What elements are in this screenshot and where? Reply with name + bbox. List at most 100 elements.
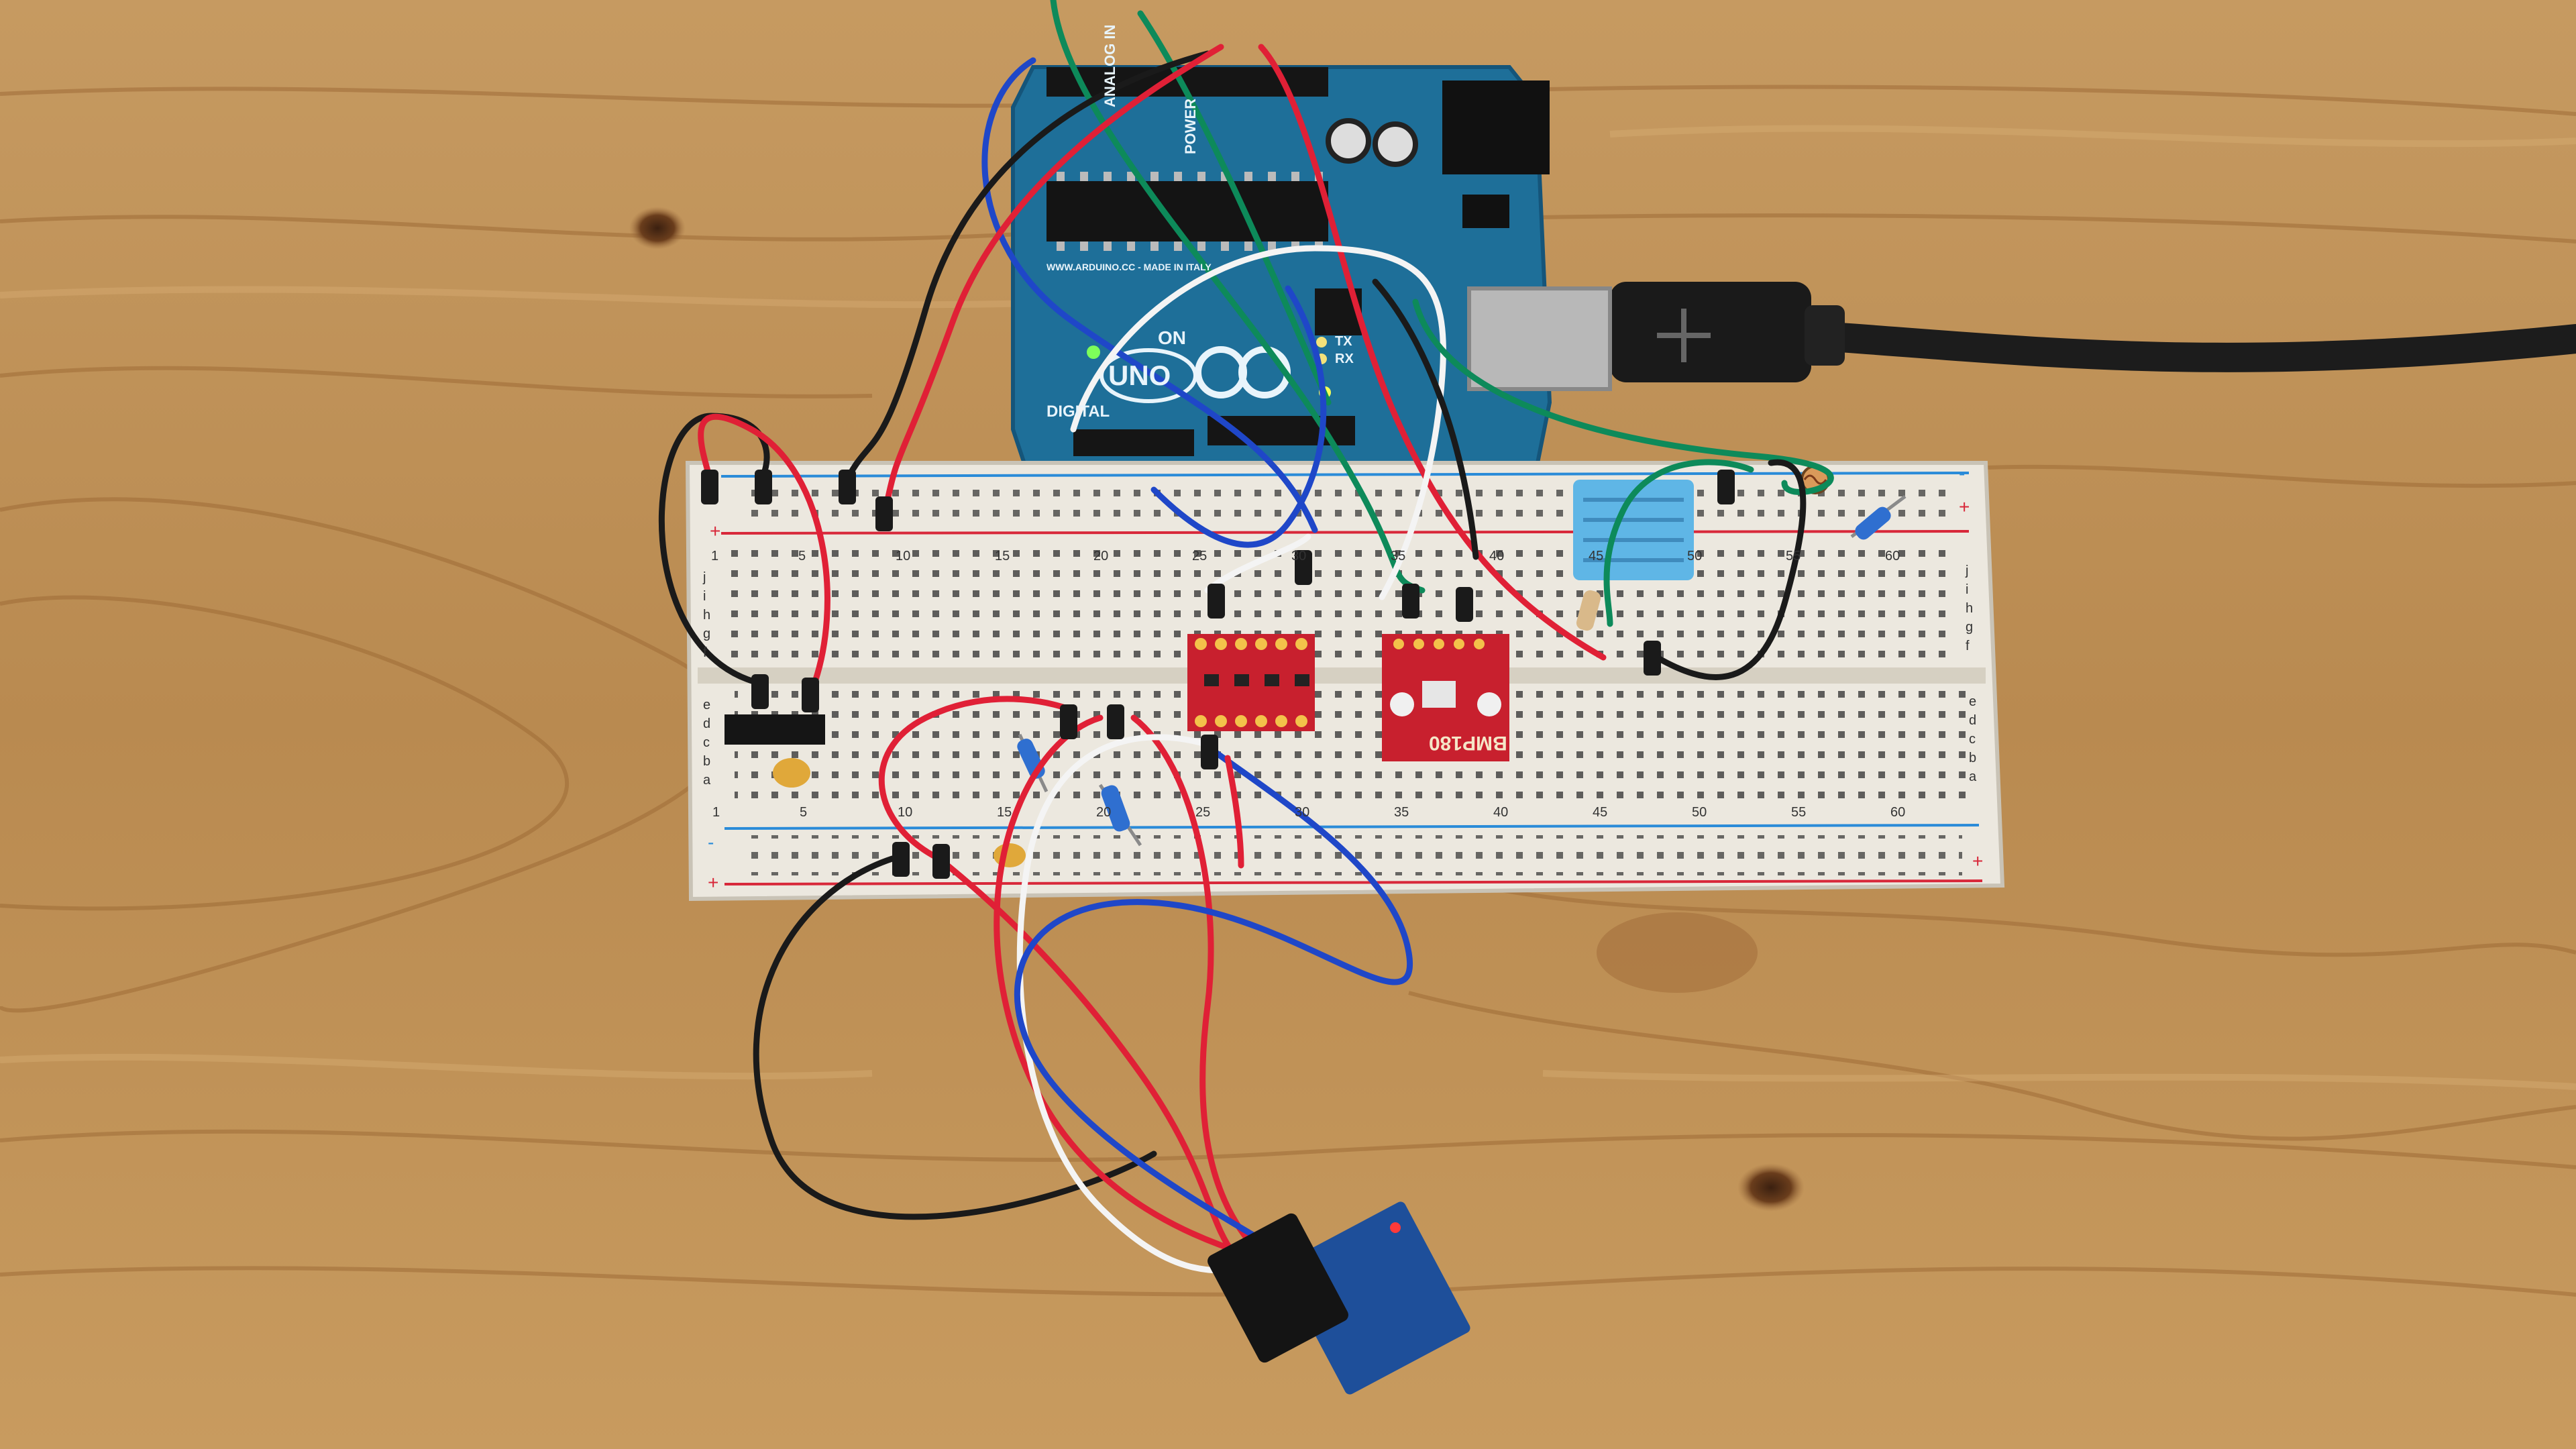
wire-red <box>994 714 1251 1258</box>
bmp180-label: BMP180 <box>1429 732 1507 754</box>
row-letter: a <box>1969 769 1977 784</box>
row-letter: e <box>703 698 711 712</box>
row-letter: h <box>703 608 711 623</box>
arduino-power-label: POWER <box>1182 98 1199 154</box>
column-number: 30 <box>1295 805 1310 820</box>
column-number: 10 <box>896 549 911 564</box>
wire-black <box>1372 278 1479 560</box>
column-number: 60 <box>1890 805 1906 820</box>
row-letter: i <box>1966 582 1969 597</box>
wire-white <box>1204 533 1311 594</box>
row-letter: f <box>1966 639 1970 653</box>
row-letter: b <box>703 754 711 769</box>
column-number: 50 <box>1687 549 1703 564</box>
row-letter: g <box>703 627 711 641</box>
ir-receiver <box>724 714 825 745</box>
column-number: 1 <box>712 805 720 820</box>
column-number: 20 <box>1096 805 1112 820</box>
column-number: 35 <box>1394 805 1409 820</box>
wire-green <box>1137 10 1332 406</box>
ceramic-capacitor <box>994 843 1026 867</box>
arduino-tx-label: TX <box>1335 334 1352 349</box>
wire-black <box>1654 459 1807 680</box>
row-letter: d <box>703 716 711 731</box>
logic-level-converter <box>1187 634 1315 731</box>
row-letter: j <box>1966 564 1969 578</box>
row-letter: e <box>1969 694 1977 709</box>
arduino-rx-label: RX <box>1335 352 1354 366</box>
rail-minus-label: - <box>1972 813 1979 834</box>
wire-green <box>1603 459 1754 627</box>
wire-black <box>658 413 770 688</box>
column-number: 10 <box>898 805 913 820</box>
column-number: 25 <box>1195 805 1211 820</box>
column-number: 15 <box>997 805 1012 820</box>
row-letter: c <box>703 735 710 750</box>
capacitor <box>1326 118 1371 164</box>
ceramic-capacitor <box>773 758 810 788</box>
column-number: 40 <box>1493 805 1509 820</box>
wire-red <box>698 413 830 694</box>
column-number: 50 <box>1692 805 1707 820</box>
rail-plus-label: + <box>710 521 721 541</box>
atmega-chip <box>1046 181 1328 241</box>
wire-red <box>882 44 1224 513</box>
rail-plus-label: + <box>1972 851 1984 871</box>
row-letter: d <box>1969 713 1977 728</box>
rail-minus-label: - <box>708 832 714 853</box>
wood-knot <box>1597 912 1758 993</box>
wood-knot <box>1737 1163 1805 1212</box>
row-letter: b <box>1969 751 1977 765</box>
rail-plus-label: + <box>708 872 719 893</box>
row-letter: a <box>703 773 711 788</box>
column-number: 45 <box>1593 805 1608 820</box>
wire-blue <box>1150 285 1327 548</box>
arduino-on-label: ON <box>1158 327 1186 348</box>
wire-red <box>1258 44 1607 661</box>
resistor <box>1576 590 1601 631</box>
row-letter: f <box>703 645 707 660</box>
wire-white <box>1070 245 1446 600</box>
wire-blue <box>981 57 1318 533</box>
wire-green <box>1412 299 1834 495</box>
column-number: 55 <box>1791 805 1807 820</box>
column-number: 20 <box>1093 549 1109 564</box>
dht-humidity-sensor <box>1573 480 1694 580</box>
rail-minus-label: - <box>1959 463 1966 484</box>
analog-header <box>1073 429 1194 456</box>
wire-black <box>753 855 1157 1220</box>
column-number: 5 <box>798 549 806 564</box>
resistor <box>1850 495 1907 540</box>
column-number: 1 <box>711 549 719 564</box>
wire-red <box>1130 714 1258 1251</box>
column-number: 55 <box>1786 549 1801 564</box>
column-number: 60 <box>1885 549 1900 564</box>
wood-grain-light <box>0 125 2576 1090</box>
row-letter: j <box>703 570 706 585</box>
column-number: 45 <box>1589 549 1604 564</box>
arduino-digital-label: DIGITAL <box>1046 402 1110 421</box>
wood-knot <box>629 207 686 250</box>
column-number: 30 <box>1291 549 1307 564</box>
voltage-regulator <box>1462 195 1509 228</box>
power-led <box>1087 345 1100 359</box>
wire-blue <box>1014 748 1413 1251</box>
resistor <box>1098 784 1142 847</box>
wire-bundle <box>658 0 1834 1274</box>
row-letter: g <box>1966 620 1974 635</box>
jumper-plugs <box>701 470 1735 879</box>
wire-red <box>1224 755 1244 869</box>
column-number: 15 <box>995 549 1010 564</box>
capacitor <box>1373 121 1418 167</box>
wire-black <box>842 50 1211 486</box>
column-number: 35 <box>1391 549 1406 564</box>
tx-led <box>1316 337 1327 347</box>
arduino-uno-label: UNO <box>1108 360 1171 391</box>
bmp180-module <box>1382 634 1509 761</box>
arduino-analog-label: ANALOG IN <box>1102 24 1118 107</box>
uno-oval <box>1099 348 1197 403</box>
dc-jack <box>1442 80 1550 174</box>
usb-socket <box>1467 286 1612 391</box>
